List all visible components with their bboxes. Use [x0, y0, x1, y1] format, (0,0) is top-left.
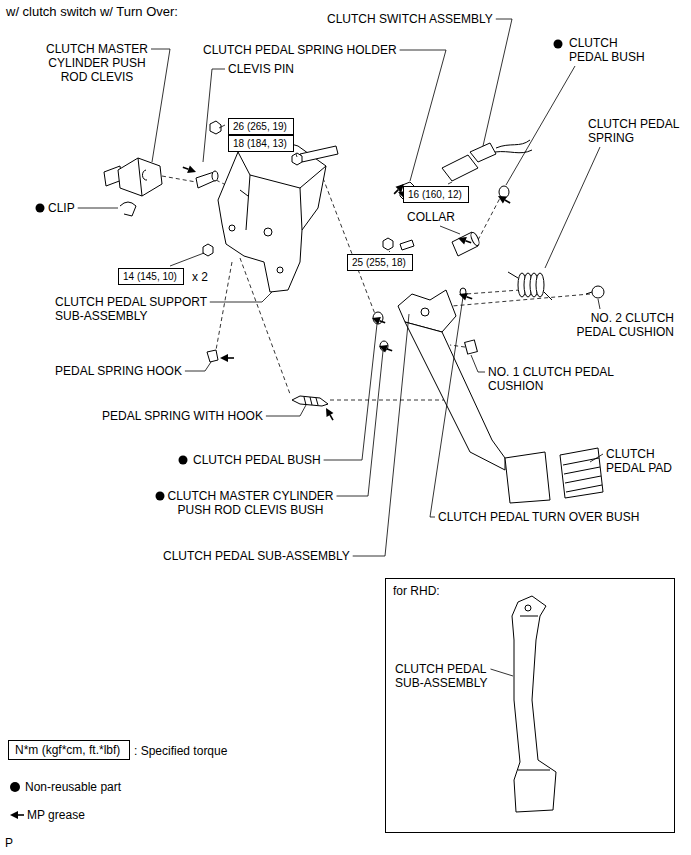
leader-line	[440, 226, 460, 234]
diagram-title: w/ clutch switch w/ Turn Over:	[6, 4, 178, 19]
grease-arrows	[10, 163, 512, 819]
part-label: PEDAL SPRING HOOK	[55, 364, 182, 378]
part-label: x 2	[192, 270, 208, 284]
leader-line	[506, 66, 575, 185]
part-label: CLUTCH PEDAL SUB-ASSEMBLY	[395, 662, 495, 690]
torque-box: 16 (160, 12)	[403, 186, 469, 203]
torque-value: 26 (265, 19)	[233, 120, 289, 133]
part-label: CLUTCH PEDAL PAD	[606, 447, 686, 475]
part-label: NO. 1 CLUTCH PEDAL CUSHION	[488, 365, 648, 393]
leader-line	[598, 299, 600, 309]
leader-line	[590, 454, 603, 462]
part-label: CLUTCH PEDAL SUB-ASSEMBLY	[163, 549, 350, 563]
part-label: CLIP	[48, 201, 75, 215]
torque-box: 14 (145, 10)	[118, 268, 184, 285]
leader-line	[296, 154, 297, 157]
torque-box: 18 (184, 13)	[228, 135, 294, 152]
leader-line	[389, 251, 390, 252]
part-label: P	[5, 836, 13, 850]
part-label: CLUTCH SWITCH ASSEMBLY	[327, 12, 493, 26]
torque-box: 25 (255, 18)	[347, 254, 413, 271]
leader-line	[210, 292, 272, 302]
leader-line	[266, 405, 306, 416]
leader-line	[471, 355, 485, 372]
leader-line	[185, 362, 211, 371]
part-label: CLUTCH MASTER CYLINDER PUSH ROD CLEVIS B…	[158, 489, 343, 517]
part-label: CLUTCH PEDAL TURN OVER BUSH	[438, 510, 639, 524]
torque-box: 26 (265, 19)	[228, 118, 294, 135]
torque-value: 25 (255, 18)	[352, 256, 408, 269]
part-label: CLUTCH PEDAL BUSH	[569, 36, 655, 64]
torque-value: 14 (145, 10)	[123, 270, 179, 283]
torque-value: 18 (184, 13)	[233, 137, 289, 150]
part-label: CLUTCH PEDAL SPRING HOLDER	[203, 43, 397, 57]
legend-text: : Specified torque	[134, 744, 227, 758]
part-label: CLUTCH MASTER CYLINDER PUSH ROD CLEVIS	[41, 42, 153, 84]
leader-line	[78, 208, 118, 209]
leader-line	[337, 351, 384, 496]
legend-text: MP grease	[27, 808, 85, 822]
torque-value: N*m (kgf*cm, ft.*lbf)	[15, 743, 123, 757]
legend-swatch	[10, 782, 20, 792]
part-label: CLUTCH PEDAL BUSH	[193, 453, 321, 467]
leader-line	[353, 314, 409, 556]
leader-line	[324, 324, 377, 460]
part-label: CLUTCH PEDAL SPRING	[588, 117, 688, 145]
part-label: CLEVIS PIN	[228, 62, 294, 76]
leader-line	[400, 50, 446, 181]
leader-line	[491, 669, 514, 676]
leader-line	[483, 19, 512, 146]
leader-line	[430, 297, 463, 517]
legend-text: Non-reusable part	[25, 780, 121, 794]
parts	[104, 121, 604, 812]
leader-line	[219, 125, 225, 128]
leader-line	[203, 69, 225, 162]
leader-line	[170, 253, 204, 266]
non-reusable-marks	[36, 40, 563, 501]
inset-frame: for RHD: CLUTCH PEDAL SUB-ASSEMBLY	[385, 578, 675, 833]
part-label: NO. 2 CLUTCH PEDAL CUSHION	[556, 311, 674, 339]
torque-value: 16 (160, 12)	[408, 188, 464, 201]
torque-box: N*m (kgf*cm, ft.*lbf)	[8, 740, 130, 760]
leader-line	[151, 49, 170, 162]
inset-heading: for RHD:	[393, 584, 440, 598]
leader-line	[545, 147, 600, 268]
part-label: PEDAL SPRING WITH HOOK	[102, 409, 263, 423]
leader-line	[448, 182, 452, 184]
part-label: CLUTCH PEDAL SUPPORT SUB-ASSEMBLY	[55, 295, 230, 323]
part-label: COLLAR	[407, 210, 455, 224]
